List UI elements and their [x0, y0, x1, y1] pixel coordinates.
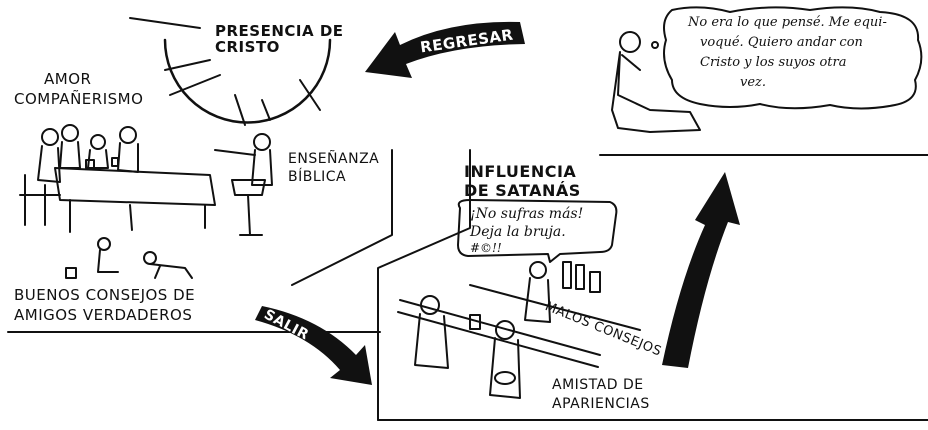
influence-label-line2: DE SATANÁS	[464, 181, 581, 200]
thought-dot	[651, 41, 659, 49]
fellowship-label: COMPAÑERISMO	[14, 90, 144, 108]
prayer-thought-bubble	[663, 6, 923, 110]
advice-label-line2: AMIGOS VERDADEROS	[14, 306, 193, 324]
prayer-line2: voqué. Quiero andar con	[700, 35, 863, 50]
presence-label: PRESENCIA DE CRISTO	[215, 22, 344, 56]
church-wall	[291, 149, 393, 286]
teaching-label-line1: ENSEÑANZA	[288, 151, 380, 167]
prayer-line3: Cristo y los suyos otra	[700, 55, 847, 70]
bar-speech-line1: ¡No sufras más!	[470, 206, 584, 222]
return-arrow	[365, 21, 525, 78]
bar-speech-line2: Deja la bruja.	[470, 224, 566, 240]
bar-scene	[397, 261, 641, 399]
influence-label-line1: INFLUENCIA	[464, 162, 577, 181]
sun-rays	[129, 17, 332, 126]
bible-teacher	[214, 133, 273, 236]
friendship-label-line2: APARIENCIAS	[552, 396, 650, 412]
advice-label-line1: BUENOS CONSEJOS DE	[14, 286, 196, 304]
prayer-line4: vez.	[740, 75, 767, 90]
teaching-label-line2: BÍBLICA	[288, 169, 347, 185]
prayer-line1: No era lo que pensé. Me equi-	[688, 15, 887, 30]
world-wall	[377, 149, 471, 421]
children-playing	[65, 237, 193, 279]
kneeling-person	[611, 31, 701, 133]
love-label: AMOR	[44, 70, 92, 88]
bar-speech-bubble	[457, 199, 618, 263]
fellowship-table-scene	[19, 124, 216, 233]
bar-speech-line3: #©!!	[470, 241, 502, 255]
repent-arrow	[662, 172, 740, 368]
leave-arrow	[255, 306, 372, 385]
friendship-label-line1: AMISTAD DE	[552, 377, 644, 393]
